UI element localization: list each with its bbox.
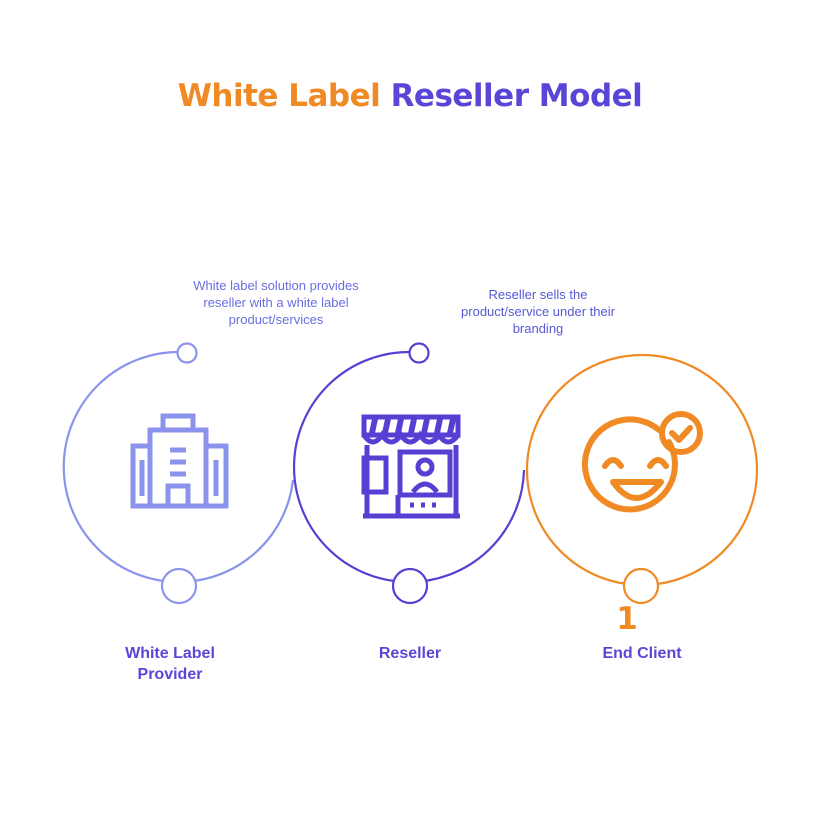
node-label-reseller: Reseller (378, 645, 442, 662)
title-part-white-label: White Label (177, 78, 381, 114)
node-label-end-client: End Client (602, 645, 682, 662)
provider-to-reseller-note: White label solution provides reseller w… (193, 278, 359, 327)
title-part-reseller-model: Reseller Model (390, 78, 643, 114)
reseller-bottom-dot (391, 567, 429, 605)
provider-ring (62, 350, 295, 584)
awning-stripes (369, 419, 456, 433)
reseller-top-dot (408, 342, 430, 364)
diagram-title: White Label Reseller Model (0, 78, 820, 114)
provider-top-dot (176, 342, 198, 364)
client-ring (525, 353, 759, 587)
storefront-icon (361, 414, 461, 519)
reseller-ring (293, 350, 526, 584)
node-label-white-label-provider: White Label Provider (125, 645, 215, 683)
happy-face-check-icon (582, 411, 703, 513)
end-marker: 1 (616, 601, 638, 637)
client-bottom-dot (622, 567, 660, 605)
reseller-to-client-note: Reseller sells the product/service under… (461, 287, 615, 336)
office-building-icon (130, 413, 229, 509)
provider-bottom-dot (160, 567, 198, 605)
